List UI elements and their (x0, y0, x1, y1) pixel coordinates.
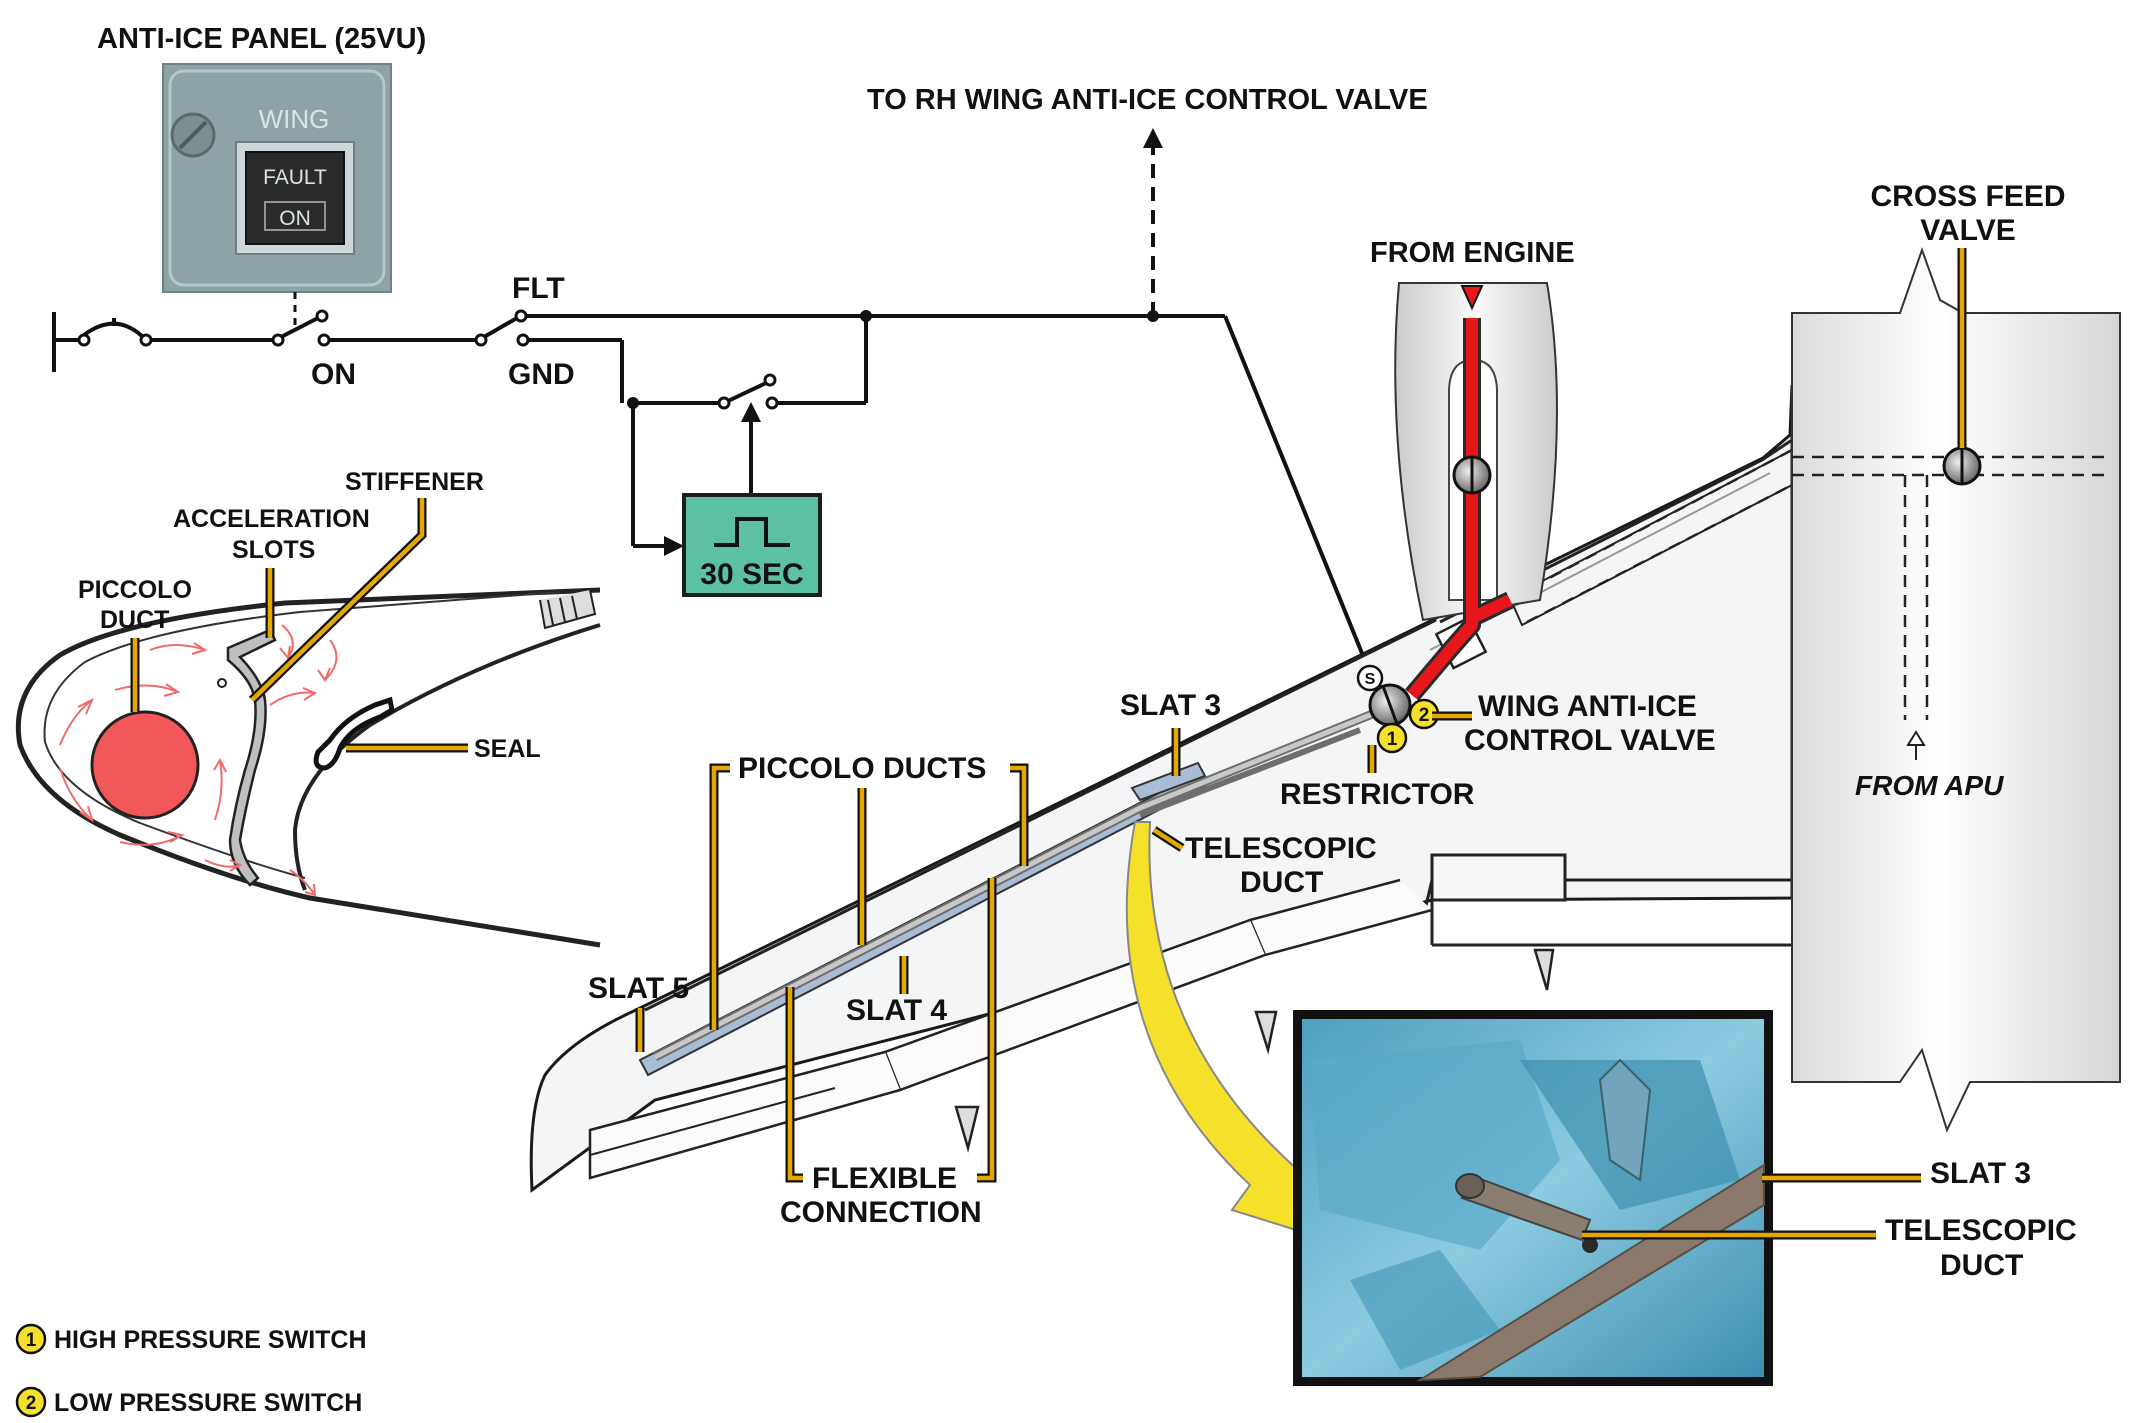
wing-leaders (635, 248, 1967, 1183)
anti-ice-panel: WING FAULT ON (162, 63, 392, 293)
marker-1-valve (1376, 722, 1408, 754)
photo-label-slat3: SLAT 3 (1930, 1157, 2031, 1190)
panel-switch-name: WING (259, 104, 330, 134)
label-seal: SEAL (474, 735, 541, 763)
label-to-rh-valve: TO RH WING ANTI-ICE CONTROL VALVE (867, 84, 1428, 116)
label-piccolo-duct-1: PICCOLO (78, 576, 192, 604)
label-telescopic-1: TELESCOPIC (1185, 832, 1377, 865)
airflow-arrows (59, 624, 338, 897)
label-stiffener: STIFFENER (345, 468, 484, 496)
svg-text:2: 2 (26, 1393, 37, 1414)
photo-label-telescopic-1: TELESCOPIC (1885, 1214, 2077, 1247)
label-valve-1: WING ANTI-ICE (1478, 690, 1697, 723)
marker-2-text: 2 (1419, 705, 1430, 726)
legend-text-1: HIGH PRESSURE SWITCH (54, 1326, 367, 1354)
wing-pushbutton[interactable]: FAULT ON (235, 141, 355, 255)
label-restrictor: RESTRICTOR (1280, 778, 1475, 811)
main-wing (529, 384, 1794, 1193)
label-cross-feed-2: VALVE (1920, 214, 2016, 247)
engine-arrow (1460, 285, 1484, 311)
label-gnd: GND (508, 358, 575, 391)
fault-light: FAULT (263, 166, 327, 189)
photo-label-telescopic-2: DUCT (1940, 1249, 2023, 1282)
timer-label: 30 SEC (700, 558, 803, 591)
pressure-switch-mark: S (1365, 671, 1376, 688)
label-piccolo-ducts: PICCOLO DUCTS (738, 752, 986, 785)
control-circuit (52, 128, 1376, 686)
label-slat5: SLAT 5 (588, 972, 689, 1005)
piccolo-duct-section (90, 710, 200, 820)
on-light: ON (279, 207, 311, 230)
timer-box: 30 SEC (682, 493, 822, 597)
label-acceleration-slots-1: ACCELERATION (173, 505, 370, 533)
legend-text-2: LOW PRESSURE SWITCH (54, 1389, 362, 1417)
label-slat4: SLAT 4 (846, 994, 947, 1027)
label-flexible-2: CONNECTION (780, 1196, 982, 1229)
telescopic-duct-photo (1293, 1010, 1773, 1386)
svg-text:1: 1 (26, 1330, 37, 1351)
panel-title: ANTI-ICE PANEL (25VU) (97, 23, 426, 55)
legend-item-low-pressure: 2 LOW PRESSURE SWITCH (15, 1386, 362, 1418)
pulse-icon (714, 517, 790, 547)
marker-1-text: 1 (1387, 729, 1398, 750)
section-leaders (130, 498, 468, 753)
label-valve-2: CONTROL VALVE (1464, 724, 1716, 757)
label-flt: FLT (512, 272, 565, 305)
label-flexible-1: FLEXIBLE (812, 1162, 957, 1195)
label-piccolo-duct-2: DUCT (100, 606, 169, 634)
label-from-apu: FROM APU (1855, 770, 2004, 801)
legend: 1 HIGH PRESSURE SWITCH 2 LOW PRESSURE SW… (15, 1323, 367, 1418)
label-from-engine: FROM ENGINE (1370, 237, 1575, 269)
label-cross-feed-1: CROSS FEED (1870, 180, 2065, 213)
label-telescopic-2: DUCT (1240, 866, 1323, 899)
legend-item-high-pressure: 1 HIGH PRESSURE SWITCH (15, 1323, 367, 1355)
label-on: ON (311, 358, 356, 391)
photo-leaders (1582, 1173, 1921, 1240)
label-slat3: SLAT 3 (1120, 689, 1221, 722)
fuselage (1791, 247, 2121, 1133)
label-acceleration-slots-2: SLOTS (232, 536, 315, 564)
pressure-switch-s (1356, 664, 1384, 692)
